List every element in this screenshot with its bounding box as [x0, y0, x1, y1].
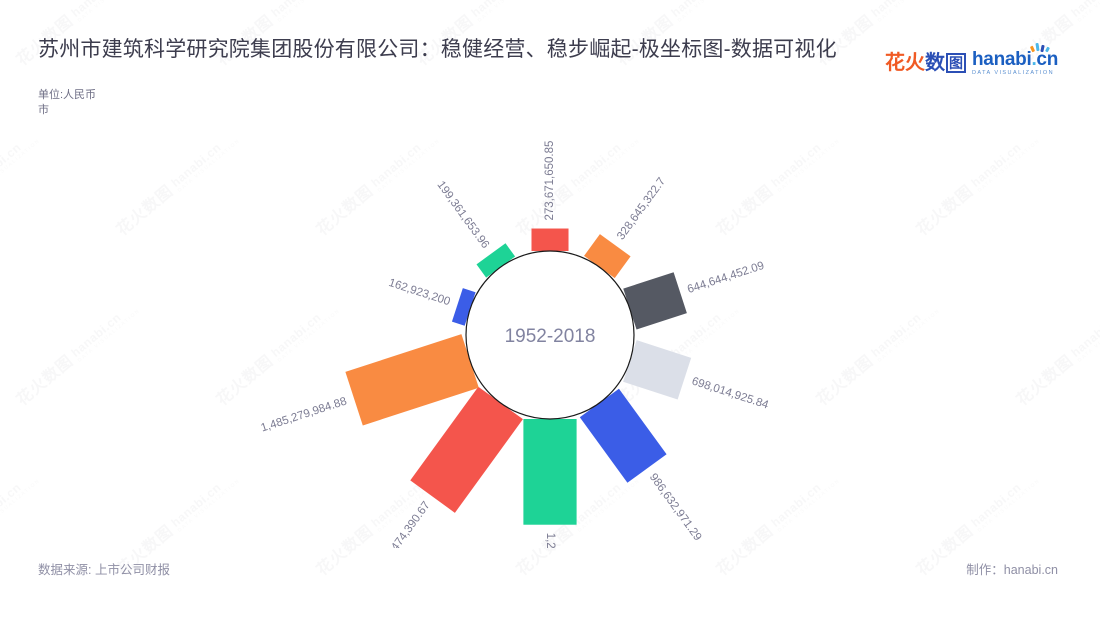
- polar-bar-chart[interactable]: 1952-2018 273,671,650.85 328,645,322.7 644…: [0, 78, 1100, 548]
- bar-segment[interactable]: [531, 228, 569, 251]
- polar-chart-area: 1952-2018 273,671,650.85 328,645,322.7 644…: [0, 78, 1100, 548]
- bar-segment[interactable]: [579, 388, 667, 483]
- bar-segment[interactable]: [476, 243, 516, 278]
- bar-value-label: 1,485,279,984.88: [259, 395, 348, 434]
- bar-value-label: 162,923,200: [387, 277, 452, 308]
- page-title: 苏州市建筑科学研究院集团股份有限公司：稳健经营、稳步崛起-极坐标图-数据可视化: [38, 38, 837, 61]
- polar-bar[interactable]: [623, 340, 692, 400]
- hanabi-logo[interactable]: 花 火 数 图 hanabi.cn DATA VISUALIZATION: [885, 42, 1058, 77]
- logo-latin-block: hanabi.cn DATA VISUALIZATION: [972, 42, 1058, 77]
- logo-chinese-wordmark: 花 火 数 图: [885, 52, 966, 75]
- logo-en-name: hanabi: [972, 49, 1032, 70]
- bar-segment[interactable]: [410, 386, 523, 513]
- logo-en-tld: cn: [1036, 49, 1058, 70]
- logo-char-tu: 图: [946, 53, 966, 74]
- data-source-note: 数据来源: 上市公司财报: [38, 563, 170, 577]
- header: 苏州市建筑科学研究院集团股份有限公司：稳健经营、稳步崛起-极坐标图-数据可视化: [38, 34, 838, 65]
- bar-value-label: 698,014,925.84: [690, 375, 770, 411]
- polar-bar[interactable]: [451, 288, 476, 326]
- sparkle-icon: [1029, 42, 1051, 53]
- bar-segment[interactable]: [623, 272, 687, 330]
- polar-bar[interactable]: [476, 243, 516, 278]
- bar-segment[interactable]: [584, 234, 631, 279]
- polar-bar[interactable]: [345, 334, 479, 426]
- polar-bar[interactable]: [523, 418, 577, 525]
- bar-segment[interactable]: [451, 288, 476, 326]
- bar-value-label: 273,671,650.85: [544, 141, 556, 221]
- bars-group: [345, 228, 692, 525]
- bar-segment[interactable]: [523, 418, 577, 525]
- logo-en-dot: .: [1031, 49, 1037, 70]
- unit-label: 单位:人民币市: [38, 89, 97, 116]
- bar-segment[interactable]: [345, 334, 479, 426]
- bar-value-label: 1,287,063,711.: [544, 533, 556, 548]
- polar-bar[interactable]: [584, 234, 631, 279]
- bar-value-label: 986,632,971.29: [647, 471, 704, 543]
- logo-tagline: DATA VISUALIZATION: [972, 70, 1055, 76]
- center-period-label: 1952-2018: [505, 326, 596, 347]
- logo-char-shu: 数: [925, 52, 945, 75]
- bar-value-label: 644,644,452.09: [686, 260, 766, 296]
- logo-hanabi-text: hanabi.cn: [972, 50, 1058, 70]
- polar-bar[interactable]: [410, 386, 523, 513]
- logo-char-hua: 花: [885, 52, 905, 75]
- credit-note: 制作：hanabi.cn: [966, 563, 1058, 577]
- bar-value-label: 328,645,322.7: [615, 176, 668, 243]
- center-circle: [465, 250, 635, 420]
- polar-bar[interactable]: [579, 388, 667, 483]
- polar-bar[interactable]: [623, 272, 687, 330]
- bar-value-label: 199,361,653.96: [434, 179, 491, 251]
- bar-value-label: 409,474,390.67: [376, 500, 433, 548]
- logo-char-huo: 火: [905, 52, 925, 75]
- bar-segment[interactable]: [623, 340, 692, 400]
- polar-bar[interactable]: [531, 228, 569, 251]
